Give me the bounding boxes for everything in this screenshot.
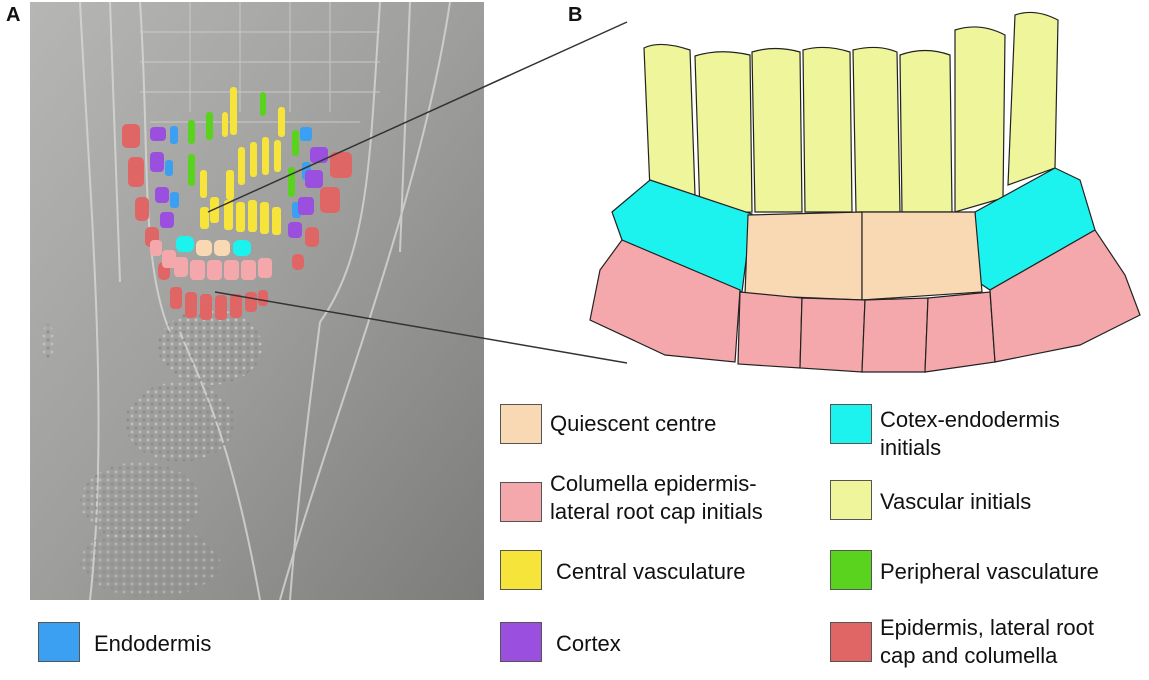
swatch-vascular-initials — [830, 480, 872, 520]
legend-endodermis: Endodermis — [38, 622, 211, 662]
quiescent-centre-cell-left — [744, 211, 863, 301]
swatch-central-vasculature — [500, 550, 542, 590]
legend-label-cortex: Cortex — [556, 631, 621, 656]
panel-label-b: B — [568, 4, 583, 26]
legend-cortex: Cortex — [500, 622, 621, 662]
legend-label-peripheral-vasculature: Peripheral vasculature — [880, 559, 1099, 584]
zoom-line-top — [207, 21, 628, 213]
root-tip-micrograph — [30, 2, 484, 600]
legend-label-cortex-endodermis: Cotex-endodermis initials — [880, 407, 1060, 460]
columella-initial-cells — [589, 229, 1141, 373]
legend-vascular-initials: Vascular initials — [830, 480, 1031, 520]
legend-central-vasculature: Central vasculature — [500, 550, 746, 590]
swatch-columella — [500, 482, 542, 522]
legend-columella-initials: Columella epidermis- lateral root cap in… — [500, 470, 763, 526]
vascular-initial-cells — [643, 11, 1059, 215]
stem-cell-niche-diagram — [207, 11, 1141, 373]
legend-quiescent-centre: Quiescent centre — [500, 404, 716, 444]
swatch-peripheral-vasculature — [830, 550, 872, 590]
legend-label-vascular-initials: Vascular initials — [880, 489, 1032, 514]
swatch-cortex-endodermis — [830, 404, 872, 444]
legend-label-epidermis: Epidermis, lateral root cap and columell… — [880, 615, 1094, 668]
swatch-endodermis — [38, 622, 80, 662]
legend-label-quiescent: Quiescent centre — [550, 411, 717, 436]
zoom-line-bottom — [214, 291, 628, 364]
swatch-quiescent — [500, 404, 542, 444]
panel-label-a: A — [6, 4, 21, 26]
legend-label-columella: Columella epidermis- lateral root cap in… — [550, 471, 763, 524]
swatch-epidermis — [830, 622, 872, 662]
legend-epidermis: Epidermis, lateral root cap and columell… — [830, 614, 1094, 670]
legend-label-central-vasculature: Central vasculature — [556, 559, 746, 584]
legend-label-endodermis: Endodermis — [94, 631, 212, 656]
legend-peripheral-vasculature: Peripheral vasculature — [830, 550, 1099, 590]
legend-cortex-endodermis-initials: Cotex-endodermis initials — [830, 404, 1060, 462]
swatch-cortex — [500, 622, 542, 662]
quiescent-centre-cell-right — [861, 211, 983, 301]
